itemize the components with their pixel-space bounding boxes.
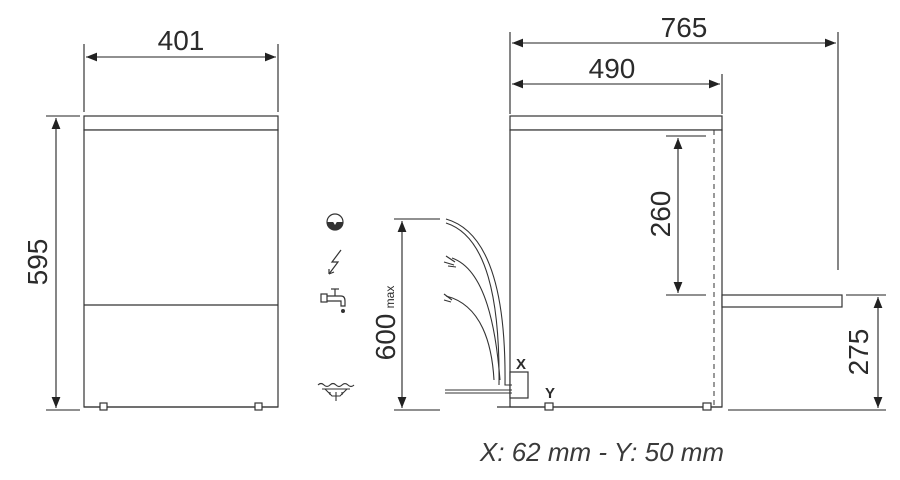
side-foot-left (544, 402, 554, 411)
caption: X: 62 mm - Y: 50 mm (479, 437, 724, 467)
front-height-label: 595 (22, 239, 53, 286)
inlet-height-dimension (728, 294, 886, 411)
front-foot-left (99, 402, 108, 411)
electric-icon (328, 249, 342, 275)
overall-depth-dimension (509, 32, 839, 270)
open-door (721, 294, 843, 308)
hoses (443, 218, 512, 394)
front-view (83, 115, 279, 411)
water-hose (445, 295, 495, 381)
hose-height-label: 600 (370, 314, 401, 361)
floor-drain-icon (317, 382, 355, 401)
connection-block (509, 371, 529, 399)
drain-icon (326, 213, 344, 231)
electric-cable (451, 257, 501, 381)
side-view (497, 115, 843, 411)
body-depth-dimension (512, 74, 723, 114)
front-width-dimension (83, 44, 279, 112)
side-body (509, 129, 723, 408)
y-label: Y (545, 385, 555, 402)
front-width-label: 401 (158, 25, 205, 56)
x-label: X (516, 356, 526, 373)
front-body (83, 129, 279, 408)
side-foot-right (702, 402, 712, 411)
water-tap-icon (320, 288, 346, 314)
hose-height-suffix: max (383, 286, 397, 309)
floor-pipe (445, 389, 512, 394)
opening-height-label: 260 (645, 191, 676, 238)
opening-height-dimension (666, 135, 706, 296)
drain-hose (445, 218, 512, 386)
inlet-height-label: 275 (843, 329, 874, 376)
front-top-panel (83, 115, 279, 131)
hose-height-dimension (394, 218, 440, 411)
overall-depth-label: 765 (661, 12, 708, 43)
front-foot-right (254, 402, 263, 411)
body-depth-label: 490 (589, 53, 636, 84)
side-top-panel (509, 115, 723, 131)
front-height-dimension (46, 115, 80, 411)
